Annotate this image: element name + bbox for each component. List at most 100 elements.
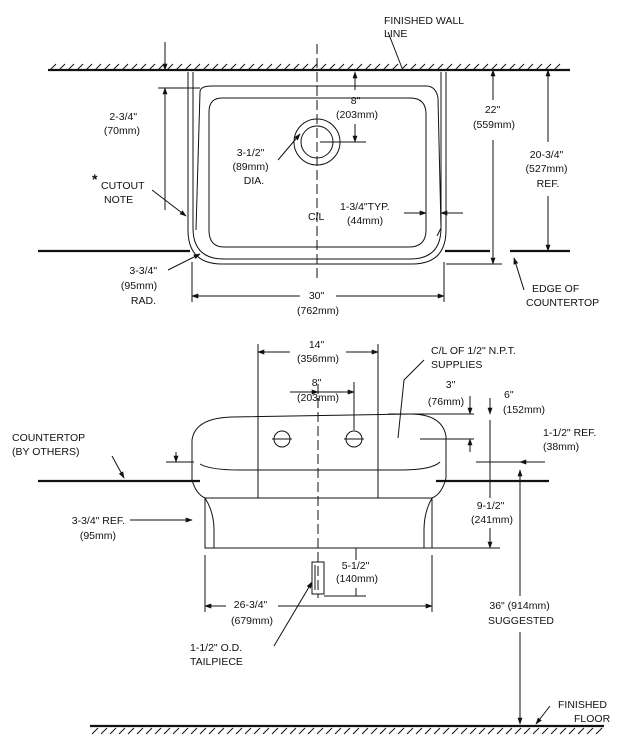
hatch-mark: [85, 63, 93, 71]
cutout-note-label: CUTOUT NOTE: [101, 180, 147, 206]
hatch-mark: [184, 63, 192, 71]
hatch-mark: [67, 63, 75, 71]
hatch-mark: [139, 63, 147, 71]
hatch-mark: [379, 727, 387, 735]
hatch-mark: [406, 727, 414, 735]
dim-8in-top-label: 8" (203mm): [336, 95, 378, 121]
hatch-mark: [256, 63, 264, 71]
hatch-mark: [586, 727, 594, 735]
dim-9-1-2-label: 9-1/2" (241mm): [471, 500, 513, 526]
hatch-mark: [127, 727, 135, 735]
tailpiece-label: 1-1/2" O.D. TAILPIECE: [190, 642, 245, 668]
floor-hatching: [91, 727, 603, 735]
hatch-mark: [109, 727, 117, 735]
hatch-mark: [238, 63, 246, 71]
hatch-mark: [409, 63, 417, 71]
hatch-mark: [118, 727, 126, 735]
hatch-mark: [262, 727, 270, 735]
finished-wall-label: FINISHED WALL LINE: [384, 15, 467, 40]
hatch-mark: [364, 63, 372, 71]
hatch-mark: [382, 63, 390, 71]
hatch-mark: [460, 727, 468, 735]
hatch-mark: [100, 727, 108, 735]
hatch-mark: [307, 727, 315, 735]
hatch-mark: [352, 727, 360, 735]
hatch-mark: [130, 63, 138, 71]
hatch-mark: [292, 63, 300, 71]
hatch-mark: [517, 63, 525, 71]
hatch-mark: [514, 727, 522, 735]
hatch-mark: [490, 63, 498, 71]
finished-floor-label: FINISHED FLOOR: [558, 699, 611, 725]
dim-36-label: 36" (914mm) SUGGESTED: [488, 600, 554, 627]
hatch-mark: [325, 727, 333, 735]
countertop-by-others-label: COUNTERTOP (BY OTHERS): [12, 432, 88, 458]
hatch-mark: [172, 727, 180, 735]
hatch-mark: [193, 63, 201, 71]
hatch-mark: [553, 63, 561, 71]
hatch-mark: [343, 727, 351, 735]
hatch-mark: [568, 727, 576, 735]
hatch-mark: [397, 727, 405, 735]
dim-3-3-4-ref-label: 3-3/4" REF. (95mm): [72, 515, 128, 542]
plan-view: [38, 31, 570, 302]
elevation-view: [38, 344, 604, 735]
hatch-mark: [433, 727, 441, 735]
hatch-mark: [469, 727, 477, 735]
sink-rim: [199, 85, 442, 237]
hatch-mark: [301, 63, 309, 71]
hatch-mark: [445, 63, 453, 71]
hatch-mark: [541, 727, 549, 735]
hatch-mark: [487, 727, 495, 735]
dim-1-3-4-label: 1-3/4"TYP. (44mm): [340, 201, 393, 227]
hatch-mark: [76, 63, 84, 71]
hatch-mark: [283, 63, 291, 71]
centerline-plan-label: C/L: [308, 211, 325, 223]
supply-hole-left: [272, 430, 292, 448]
edge-of-countertop-label: EDGE OF COUNTERTOP: [526, 283, 599, 309]
hatch-mark: [346, 63, 354, 71]
dim-20-3-4-label: 20-3/4" (527mm) REF.: [526, 149, 571, 190]
dim-14-label: 14" (356mm): [297, 339, 339, 365]
drain-dia-label: 3-1/2" (89mm) DIA.: [232, 147, 271, 187]
hatch-mark: [400, 63, 408, 71]
hatch-mark: [298, 727, 306, 735]
hatch-mark: [532, 727, 540, 735]
hatch-mark: [217, 727, 225, 735]
dim-2-3-4-label: 2-3/4" (70mm): [104, 111, 140, 137]
hatch-mark: [361, 727, 369, 735]
hatch-mark: [175, 63, 183, 71]
hatch-mark: [211, 63, 219, 71]
hatch-mark: [544, 63, 552, 71]
hatch-mark: [499, 63, 507, 71]
dim-26-3-4-label: 26-3/4" (679mm): [231, 599, 273, 627]
hatch-mark: [505, 727, 513, 735]
hatch-mark: [121, 63, 129, 71]
hatch-mark: [451, 727, 459, 735]
dim-30-label: 30" (762mm): [297, 290, 339, 317]
dim-3-3-4-rad-label: 3-3/4" (95mm) RAD.: [121, 265, 160, 307]
hatch-mark: [535, 63, 543, 71]
hatch-mark: [319, 63, 327, 71]
hatch-mark: [328, 63, 336, 71]
hatch-mark: [334, 727, 342, 735]
hatch-mark: [145, 727, 153, 735]
dim-6-label: 6" (152mm): [503, 389, 545, 416]
hatch-mark: [496, 727, 504, 735]
hatch-mark: [472, 63, 480, 71]
sink-deck: [191, 413, 447, 499]
hatch-mark: [388, 727, 396, 735]
hatch-mark: [418, 63, 426, 71]
hatch-mark: [58, 63, 66, 71]
hatch-mark: [454, 63, 462, 71]
hatch-mark: [310, 63, 318, 71]
hatch-mark: [91, 727, 99, 735]
hatch-mark: [427, 63, 435, 71]
hatch-mark: [289, 727, 297, 735]
hatch-mark: [112, 63, 120, 71]
hatch-mark: [550, 727, 558, 735]
hatch-mark: [508, 63, 516, 71]
dim-5-1-2-label: 5-1/2" (140mm): [336, 560, 378, 585]
hatch-mark: [148, 63, 156, 71]
hatch-mark: [229, 63, 237, 71]
